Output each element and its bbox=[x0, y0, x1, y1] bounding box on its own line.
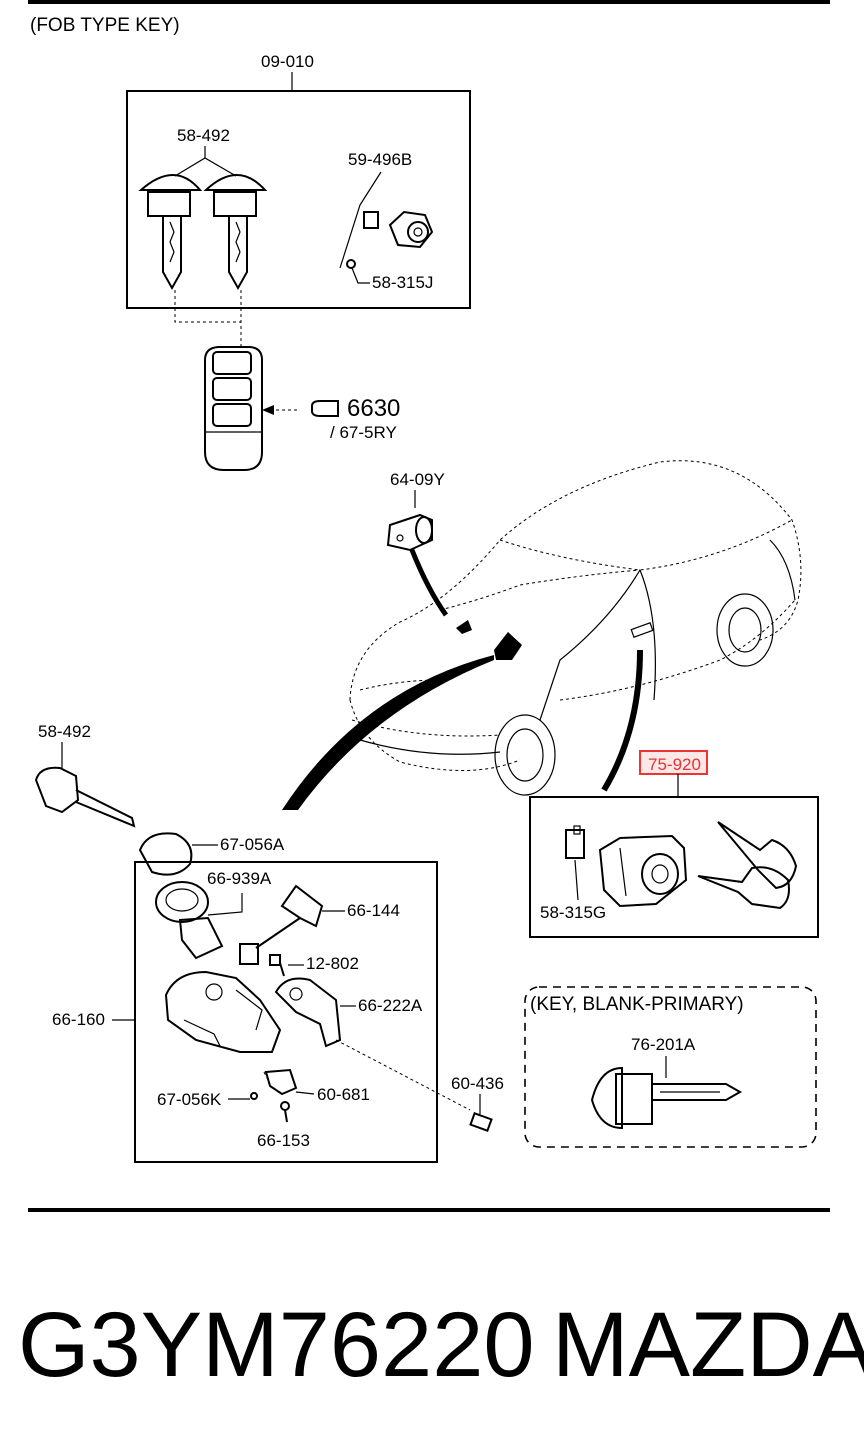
door-lock-cylinder-75-920[interactable] bbox=[598, 834, 688, 908]
label-58-492-key[interactable]: 58-492 bbox=[38, 722, 91, 741]
ignition-switch-box bbox=[134, 861, 438, 1163]
part-number: G3YM76220 bbox=[18, 1294, 535, 1396]
bracket-66-144[interactable] bbox=[239, 884, 324, 965]
label-64-09y[interactable]: 64-09Y bbox=[390, 470, 445, 489]
brand-name: MAZDA bbox=[552, 1294, 864, 1396]
car-outline bbox=[349, 460, 802, 796]
screw-66-153[interactable] bbox=[280, 1101, 290, 1123]
label-6630[interactable]: 6630 bbox=[347, 395, 400, 422]
label-60-681[interactable]: 60-681 bbox=[317, 1085, 370, 1104]
cylinder-59-496b[interactable] bbox=[363, 210, 434, 249]
arrow-to-ignition bbox=[282, 655, 494, 810]
label-58-315g[interactable]: 58-315G bbox=[540, 903, 606, 922]
fob-type-label: (FOB TYPE KEY) bbox=[30, 15, 180, 36]
blank-key-title: (KEY, BLANK-PRIMARY) bbox=[530, 994, 744, 1015]
label-75-920[interactable]: 75-920 bbox=[648, 755, 701, 774]
label-66-222a[interactable]: 66-222A bbox=[358, 996, 423, 1015]
blank-key-76-201a[interactable] bbox=[590, 1066, 743, 1130]
label-58-315j[interactable]: 58-315J bbox=[372, 273, 433, 292]
clip-60-681[interactable] bbox=[264, 1068, 298, 1096]
key-set-box bbox=[126, 90, 471, 309]
label-12-802[interactable]: 12-802 bbox=[306, 954, 359, 973]
highlight-75-920 bbox=[639, 750, 708, 775]
blank-key-box bbox=[524, 986, 817, 1148]
label-66-160[interactable]: 66-160 bbox=[52, 1010, 105, 1029]
label-60-436[interactable]: 60-436 bbox=[451, 1074, 504, 1093]
door-lock-box bbox=[529, 796, 819, 938]
label-66-144[interactable]: 66-144 bbox=[347, 901, 400, 920]
key-58-492[interactable] bbox=[34, 766, 136, 828]
ignition-switch-66-160[interactable] bbox=[164, 970, 282, 1053]
bolt-67-056k[interactable] bbox=[250, 1092, 258, 1100]
cylinder-64-09y[interactable] bbox=[386, 513, 433, 552]
arrow-to-door-lock bbox=[601, 649, 643, 792]
label-09-010[interactable]: 09-010 bbox=[261, 52, 314, 71]
fob-remote[interactable] bbox=[204, 346, 263, 471]
pin-58-315g[interactable] bbox=[565, 825, 585, 859]
door-key-lower[interactable] bbox=[697, 866, 790, 910]
label-76-201a[interactable]: 76-201A bbox=[631, 1035, 696, 1054]
label-67-056a[interactable]: 67-056A bbox=[220, 835, 285, 854]
label-59-496b[interactable]: 59-496B bbox=[348, 150, 412, 169]
door-key-upper[interactable] bbox=[717, 821, 798, 890]
label-66-153[interactable]: 66-153 bbox=[257, 1131, 310, 1150]
cover-66-222a[interactable] bbox=[274, 977, 342, 1048]
fob-key-left[interactable] bbox=[138, 174, 203, 291]
ring-66-939a[interactable] bbox=[155, 881, 224, 960]
bolt-60-436[interactable] bbox=[469, 1112, 493, 1132]
label-67-056k[interactable]: 67-056K bbox=[157, 1090, 222, 1109]
label-58-492-fob[interactable]: 58-492 bbox=[177, 126, 230, 145]
battery-6630[interactable] bbox=[311, 400, 339, 417]
ring-67-056a[interactable] bbox=[138, 832, 193, 876]
screw-12-802[interactable] bbox=[269, 954, 285, 977]
label-66-939a[interactable]: 66-939A bbox=[207, 869, 272, 888]
label-67-5ry[interactable]: / 67-5RY bbox=[330, 423, 397, 442]
fob-key-right[interactable] bbox=[203, 174, 268, 291]
